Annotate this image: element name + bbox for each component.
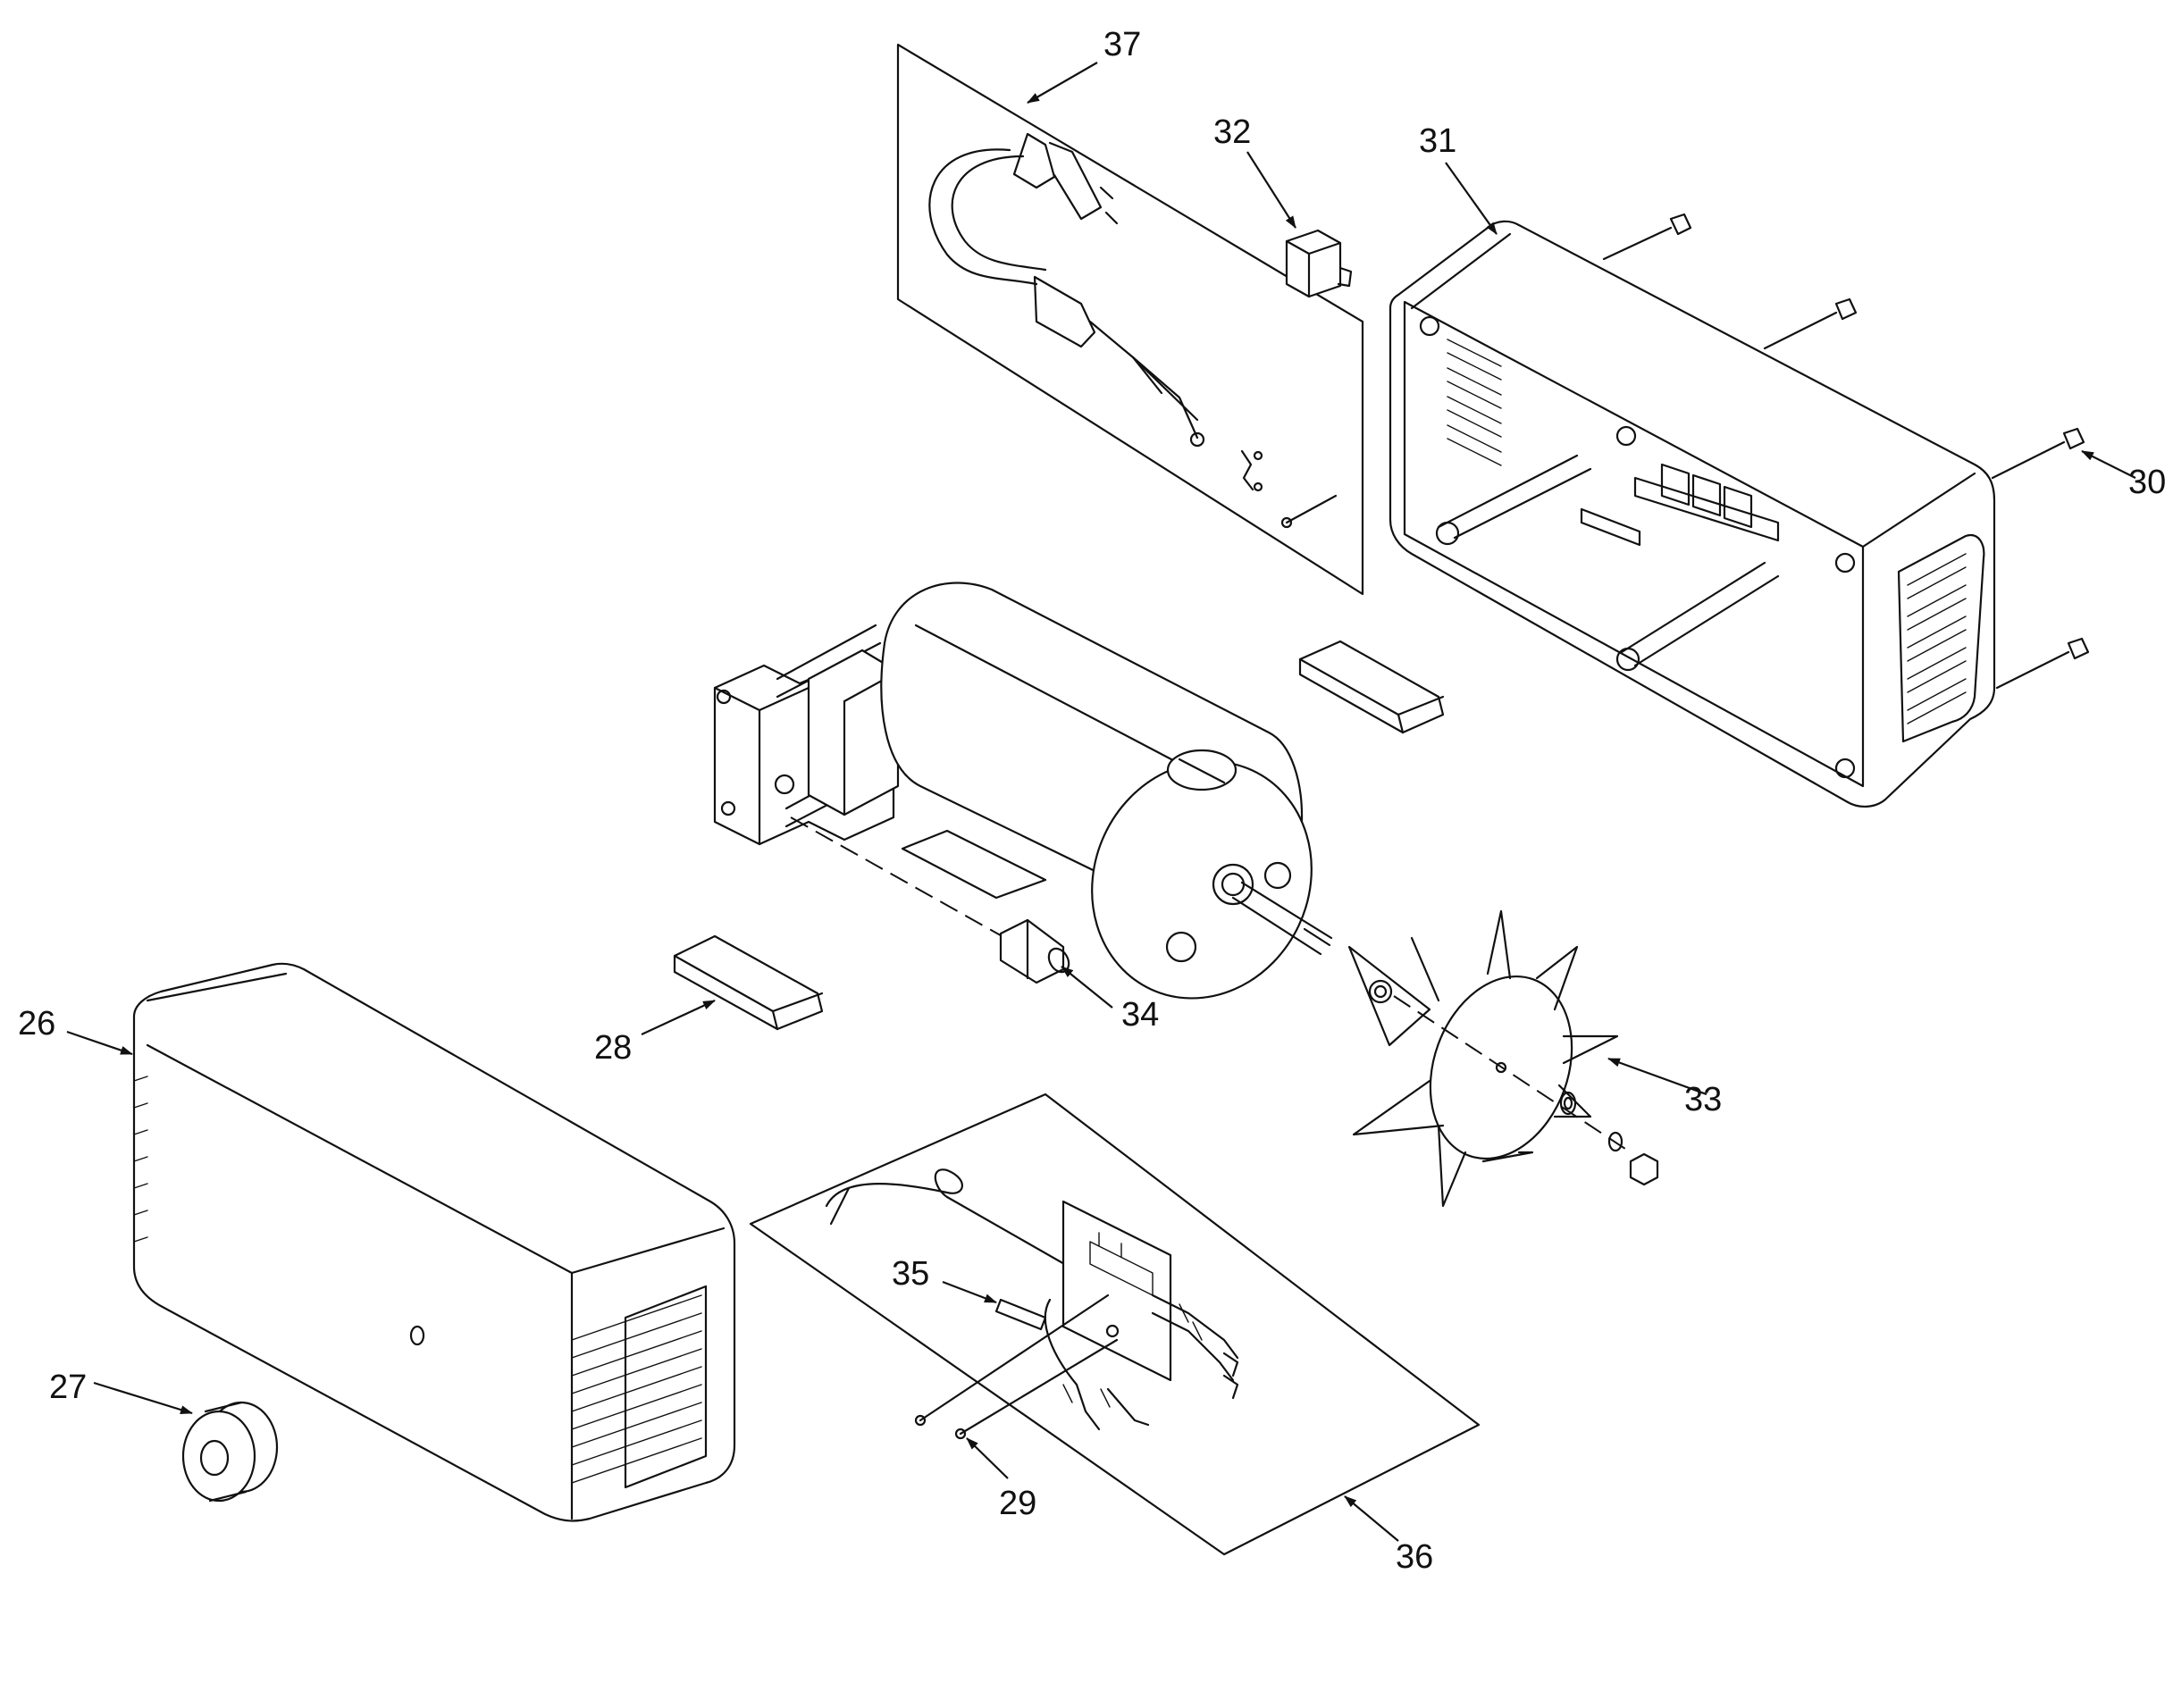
part-31-base-housing: [1389, 220, 1996, 808]
callout-36: 36: [1396, 1538, 1433, 1576]
callout-labels: 37 32 31 30 33 34 28 26 27 35 29 36: [18, 26, 2166, 1576]
callout-26: 26: [18, 1005, 55, 1042]
housing-heatsink: [1580, 463, 1780, 547]
part-33-fan: [1347, 909, 1659, 1208]
cover-left-vents: [133, 1076, 148, 1243]
motor-pump-assembly: [713, 582, 1333, 1000]
callout-32: 32: [1213, 113, 1251, 151]
callout-35: 35: [892, 1255, 929, 1293]
part-32-switch: [1285, 229, 1353, 298]
callout-27: 27: [49, 1369, 87, 1406]
callout-34: 34: [1121, 996, 1159, 1034]
part-30-screws: [1602, 213, 2090, 690]
assembly-dash-line: [790, 816, 1006, 939]
part-36-circuit-board-kit: [749, 1093, 1481, 1556]
part-37-power-cord-kit: [896, 43, 1364, 596]
housing-right-vents: [1897, 533, 1985, 743]
bracket-upper: [1298, 640, 1445, 734]
part-27-knob: [181, 1401, 279, 1503]
part-28-foot-pad: [673, 934, 824, 1031]
part-26-cover: [132, 962, 736, 1522]
callout-leaders: [66, 62, 2136, 1542]
callout-28: 28: [594, 1029, 632, 1067]
callout-29: 29: [999, 1485, 1036, 1522]
part-34-fitting: [999, 918, 1070, 984]
housing-left-vents: [1447, 339, 1502, 466]
cover-right-vents: [571, 1285, 708, 1489]
callout-33: 33: [1684, 1081, 1722, 1118]
callout-37: 37: [1103, 26, 1141, 63]
callout-30: 30: [2128, 464, 2166, 501]
callout-31: 31: [1419, 122, 1456, 160]
